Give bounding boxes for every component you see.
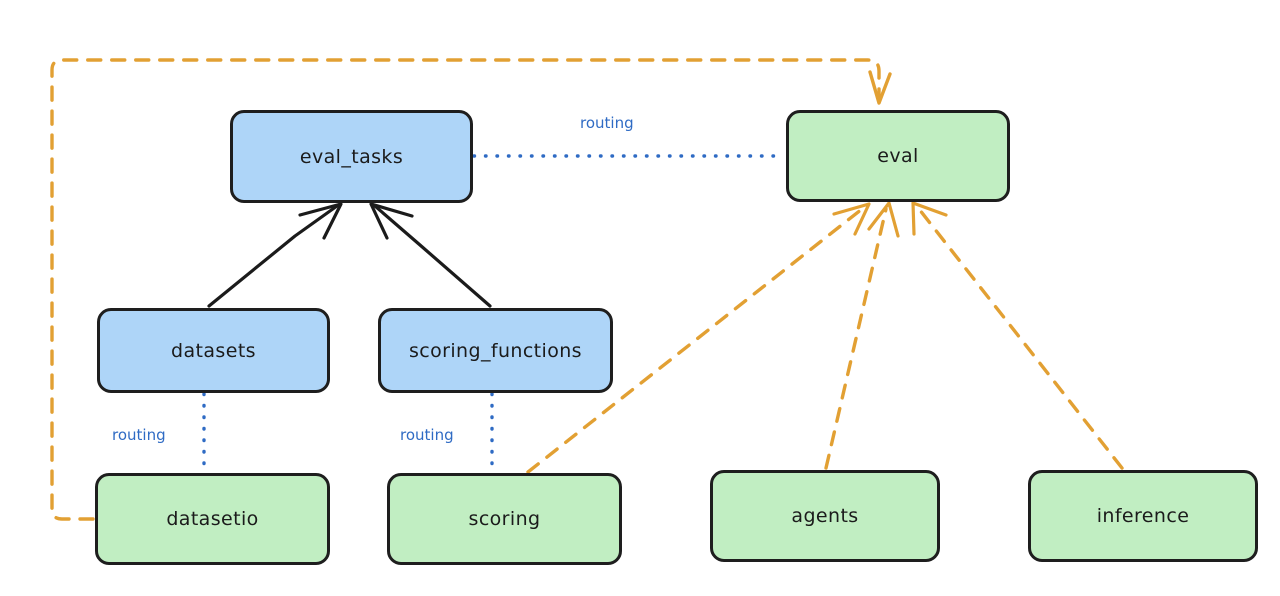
node-scoring-functions[interactable]: scoring_functions (378, 308, 613, 393)
node-label: datasets (171, 339, 256, 362)
node-datasetio[interactable]: datasetio (95, 473, 330, 565)
node-inference[interactable]: inference (1028, 470, 1258, 562)
node-label: eval_tasks (299, 145, 404, 168)
node-datasets[interactable]: datasets (97, 308, 330, 393)
edge-agents-to-eval (824, 201, 900, 470)
node-label: datasetio (166, 508, 259, 530)
node-label: agents (791, 505, 859, 527)
node-label: eval (877, 145, 919, 167)
edge-label-routing-datasets-datasetio: routing (112, 426, 166, 444)
node-eval[interactable]: eval (786, 110, 1010, 202)
edge-datasets-to-eval_tasks (207, 202, 343, 308)
edge-inference-to-eval (911, 201, 1124, 470)
node-eval-tasks[interactable]: eval_tasks (230, 110, 473, 203)
edge-scoring-to-eval (526, 202, 871, 474)
edge-scoring_functions-to-eval_tasks (369, 202, 492, 308)
node-agents[interactable]: agents (710, 470, 940, 562)
node-scoring[interactable]: scoring (387, 473, 622, 565)
edge-label-routing-scoring-functions-scoring: routing (400, 426, 454, 444)
edge-datasetio-to-eval (50, 58, 892, 521)
edge-label-routing-eval-tasks-eval: routing (580, 114, 634, 132)
node-label: scoring (468, 508, 541, 530)
node-label: inference (1096, 505, 1190, 527)
node-label: scoring_functions (409, 339, 582, 362)
